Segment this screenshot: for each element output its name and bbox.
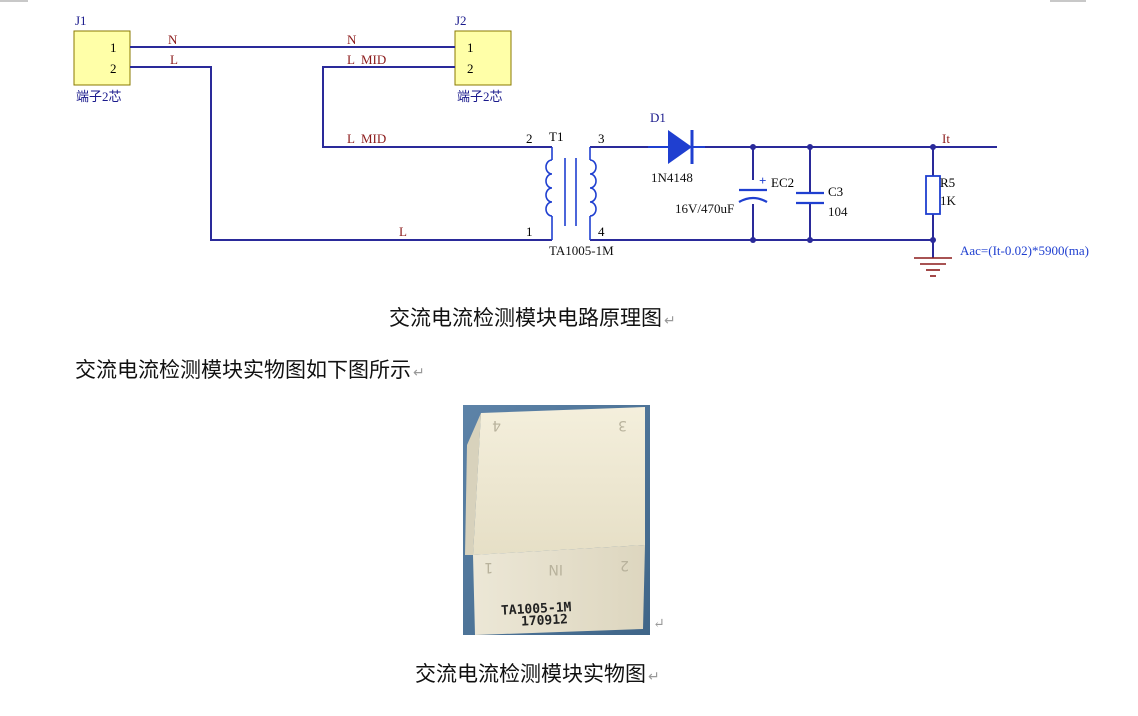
ec2-ref: EC2 [771, 175, 794, 190]
net-label-n-left: N [168, 32, 178, 47]
net-label-lmid-right: L MID [347, 52, 386, 67]
j2-pin1: 1 [467, 40, 474, 55]
t1-part: TA1005-1M [549, 243, 614, 258]
j2-ref: J2 [455, 13, 467, 28]
net-label-l-bottom: L [399, 224, 407, 239]
net-label-lmid-t1: L MID [347, 131, 386, 146]
photo-caption: 交流电流检测模块实物图↵ [415, 658, 660, 688]
module-photo: 4 3 1 IN 2 TA1005-1M 170912 [463, 405, 650, 635]
t1-pin1: 1 [526, 224, 533, 239]
d1-ref: D1 [650, 110, 666, 125]
j1-name: 端子2芯 [76, 89, 122, 104]
schematic-caption-text: 交流电流检测模块电路原理图 [389, 306, 662, 330]
j1-pin1: 1 [110, 40, 117, 55]
ec2-plus: + [759, 173, 766, 188]
top-left-edge-mark [0, 0, 28, 2]
j1-ref: J1 [75, 13, 87, 28]
j1-connector: J1 1 2 端子2芯 [73, 13, 131, 104]
j2-name: 端子2芯 [457, 89, 503, 104]
wires [130, 46, 997, 258]
schematic-diagram: J1 1 2 端子2芯 J2 1 2 端子2芯 N L N L MID L MI… [73, 13, 1089, 277]
r5-ref: R5 [940, 175, 955, 190]
capacitor-c3: C3 104 [796, 184, 848, 219]
t1-ref: T1 [549, 129, 563, 144]
photo-caption-text: 交流电流检测模块实物图 [415, 662, 646, 686]
transformer-t1: T1 2 1 3 4 TA1005-1M [526, 129, 614, 258]
return-mark: ↵ [664, 313, 676, 329]
photo-pin-1: 1 [484, 559, 493, 575]
j2-pin2: 2 [467, 61, 474, 76]
t1-pin3: 3 [598, 131, 605, 146]
schematic-caption: 交流电流检测模块电路原理图↵ [389, 302, 676, 332]
d1-part: 1N4148 [651, 170, 693, 185]
net-label-it: It [942, 131, 950, 146]
formula-annotation: Aac=(It-0.02)*5900(ma) [960, 243, 1089, 258]
c3-ref: C3 [828, 184, 843, 199]
t1-pin2: 2 [526, 131, 533, 146]
junction-dots [750, 144, 936, 243]
intro-line-text: 交流电流检测模块实物图如下图所示 [75, 358, 411, 382]
c3-value: 104 [828, 204, 848, 219]
net-label-n-right: N [347, 32, 357, 47]
photo-label-model: TA1005-1M [501, 600, 572, 619]
t1-pin4: 4 [598, 224, 605, 239]
ground-symbol [914, 257, 952, 277]
photo-pin-3: 3 [618, 417, 627, 433]
return-mark: ↵ [653, 616, 665, 632]
net-label-l-left: L [170, 52, 178, 67]
j2-connector: J2 1 2 端子2芯 [454, 13, 512, 104]
photo-pin-2: 2 [620, 557, 629, 573]
r5-value: 1K [940, 193, 957, 208]
j1-pin2: 2 [110, 61, 117, 76]
return-mark: ↵ [413, 365, 425, 381]
photo-marking: IN [548, 561, 563, 577]
top-right-edge-mark [1050, 0, 1086, 2]
photo-label-date: 170912 [521, 612, 569, 629]
diode-d1: D1 1N4148 [648, 110, 705, 185]
return-mark: ↵ [648, 669, 660, 685]
resistor-r5: R5 1K [925, 175, 957, 215]
capacitor-ec2: + EC2 16V/470uF [675, 173, 794, 216]
photo-pin-4: 4 [492, 417, 501, 433]
ec2-value: 16V/470uF [675, 201, 734, 216]
intro-line: 交流电流检测模块实物图如下图所示↵ [75, 354, 425, 384]
